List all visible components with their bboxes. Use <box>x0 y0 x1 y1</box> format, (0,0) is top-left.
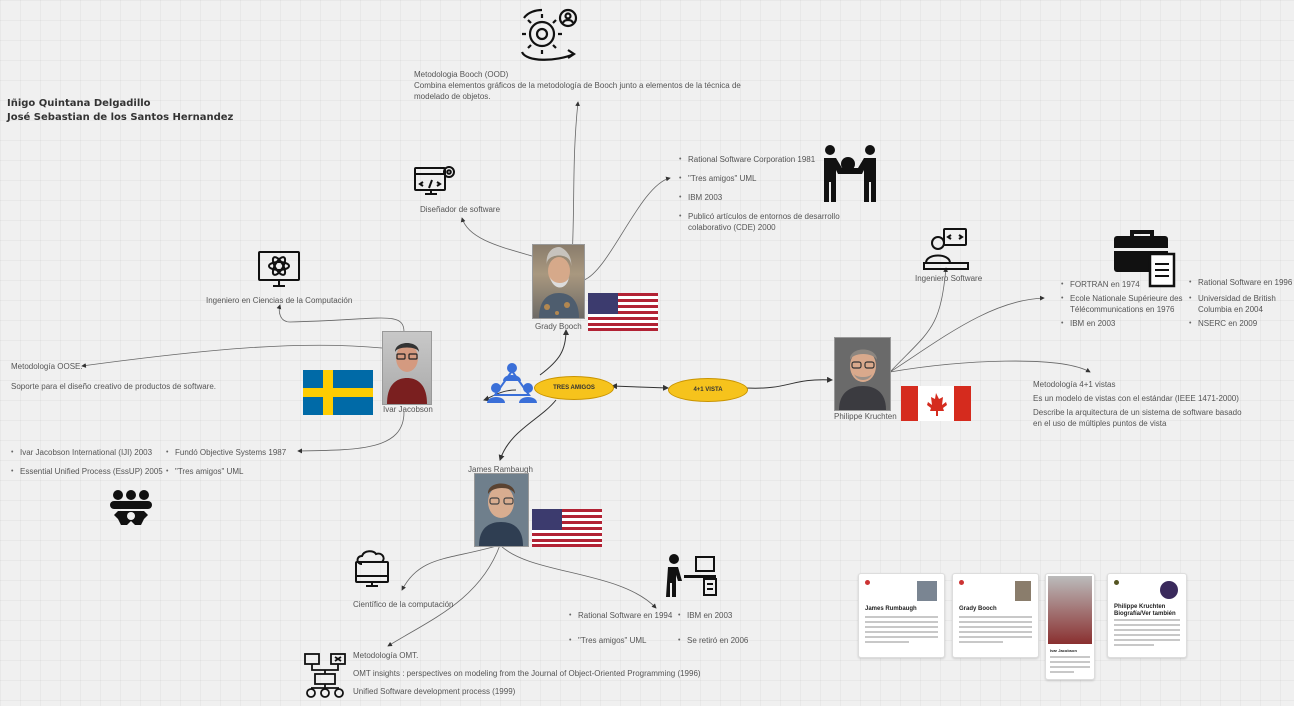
grady-booch-photo <box>532 244 585 319</box>
card-title: Ivar Jacobson <box>1050 648 1077 653</box>
authors: Iñigo Quintana Delgadillo José Sebastian… <box>7 97 233 125</box>
booch-method-desc-2: modelado de objetos. <box>414 92 491 101</box>
booch-fact: IBM 2003 <box>679 192 838 203</box>
software-engineer-icon <box>923 228 969 270</box>
kruchten-fact: FORTRAN en 1974 <box>1061 279 1196 290</box>
computer-science-icon <box>258 251 300 287</box>
jacobson-facts-right: Fundó Objective Systems 1987 "Tres amigo… <box>165 447 286 485</box>
rumbaugh-facts-left: Rational Software en 1994 "Tres amigos" … <box>568 610 672 654</box>
kruchten-facts-right: Rational Software en 1996 Universidad de… <box>1188 277 1294 337</box>
booch-facts: Rational Software Corporation 1981 "Tres… <box>678 154 840 241</box>
kruchten-method-line-2: Describe la arquitectura de un sistema d… <box>1033 408 1242 417</box>
kruchten-fact: Ecole Nationale Supérieure des Télécommu… <box>1061 293 1196 315</box>
kruchten-fact: Rational Software en 1996 <box>1189 277 1294 288</box>
booch-role: Diseñador de software <box>420 205 501 214</box>
kruchten-method-line-1: Es un modelo de vistas con el estándar (… <box>1033 394 1239 403</box>
author-2: José Sebastian de los Santos Hernandez <box>7 112 234 123</box>
cloud-computer-icon <box>355 550 389 587</box>
jacobson-method-desc: Soporte para el diseño creativo de produ… <box>11 382 217 391</box>
rumbaugh-method-line-1: OMT insights : perspectives on modeling … <box>353 669 701 678</box>
jacobson-method-title: Metodología OOSE. <box>11 362 83 371</box>
process-flow-icon <box>304 653 346 698</box>
source-card-jacobson[interactable]: Ivar Jacobson <box>1045 573 1095 680</box>
booch-fact: "Tres amigos" UML <box>679 173 838 184</box>
source-card-kruchten[interactable]: Philippe Kruchten Biografía/Ver también <box>1107 573 1187 658</box>
sweden-flag-icon <box>303 370 373 415</box>
teamwork-icon <box>824 145 876 202</box>
kruchten-method-line-3: en el uso de múltiples puntos de vista <box>1033 419 1167 428</box>
usa-flag-icon <box>532 509 602 547</box>
usa-flag-icon <box>588 293 658 331</box>
workstation-icon <box>666 554 717 597</box>
booch-name: Grady Booch <box>535 322 582 331</box>
kruchten-fact: IBM en 2003 <box>1061 318 1196 329</box>
jacobson-fact: Ivar Jacobson International (IJI) 2003 <box>11 447 163 458</box>
booch-fact: Publicó artículos de entornos de desarro… <box>679 211 858 233</box>
jacobson-fact: Fundó Objective Systems 1987 <box>166 447 286 458</box>
rumbaugh-name: James Rambaugh <box>468 465 533 474</box>
card-title: Philippe Kruchten Biografía/Ver también <box>1114 604 1176 617</box>
rumbaugh-fact: "Tres amigos" UML <box>569 635 672 646</box>
rumbaugh-role: Científico de la computación <box>353 600 454 609</box>
software-designer-icon <box>414 166 455 195</box>
canada-flag-icon <box>901 386 971 421</box>
philippe-kruchten-photo <box>834 337 891 411</box>
group-gear-icon <box>110 490 152 525</box>
source-card-rumbaugh[interactable]: James Rumbaugh <box>858 573 945 658</box>
card-title: Grady Booch <box>959 606 997 612</box>
kruchten-role: Ingeniero Software <box>915 274 983 283</box>
vista-node[interactable]: 4+1 VISTA <box>668 378 748 402</box>
card-title: James Rumbaugh <box>865 606 917 612</box>
rumbaugh-fact: IBM en 2003 <box>678 610 748 621</box>
methodology-gear-icon <box>520 8 578 61</box>
james-rumbaugh-photo <box>474 473 529 547</box>
source-card-booch[interactable]: Grady Booch <box>952 573 1039 658</box>
rumbaugh-method-line-2: Unified Software development process (19… <box>353 687 516 696</box>
jacobson-fact: "Tres amigos" UML <box>166 466 286 477</box>
kruchten-facts-left: FORTRAN en 1974 Ecole Nationale Supérieu… <box>1060 279 1196 337</box>
rumbaugh-fact: Rational Software en 1994 <box>569 610 672 621</box>
ivar-jacobson-photo <box>382 331 432 405</box>
team-network-icon <box>487 363 537 403</box>
booch-fact: Rational Software Corporation 1981 <box>679 154 838 165</box>
jacobson-role: Ingeniero en Ciencias de la Computación <box>206 296 353 305</box>
jacobson-name: Ivar Jacobson <box>383 405 433 414</box>
kruchten-fact: Universidad de British Columbia en 2004 <box>1189 293 1294 315</box>
kruchten-name: Philippe Kruchten <box>834 412 897 421</box>
booch-method-title: Metodologia Booch (OOD) <box>414 70 509 79</box>
kruchten-fact: NSERC en 2009 <box>1189 318 1294 329</box>
author-1: Iñigo Quintana Delgadillo <box>7 98 151 109</box>
tres-amigos-node[interactable]: TRES AMIGOS <box>534 376 614 400</box>
rumbaugh-method-title: Metodología OMT. <box>353 651 419 660</box>
rumbaugh-fact: Se retiró en 2006 <box>678 635 748 646</box>
booch-method-desc-1: Combina elementos gráficos de la metodol… <box>414 81 741 90</box>
kruchten-method-title: Metodología 4+1 vistas <box>1033 380 1116 389</box>
jacobson-facts-left: Ivar Jacobson International (IJI) 2003 E… <box>10 447 163 485</box>
jacobson-fact: Essential Unified Process (EssUP) 2005 <box>11 466 163 477</box>
rumbaugh-facts-right: IBM en 2003 Se retiró en 2006 <box>677 610 748 654</box>
